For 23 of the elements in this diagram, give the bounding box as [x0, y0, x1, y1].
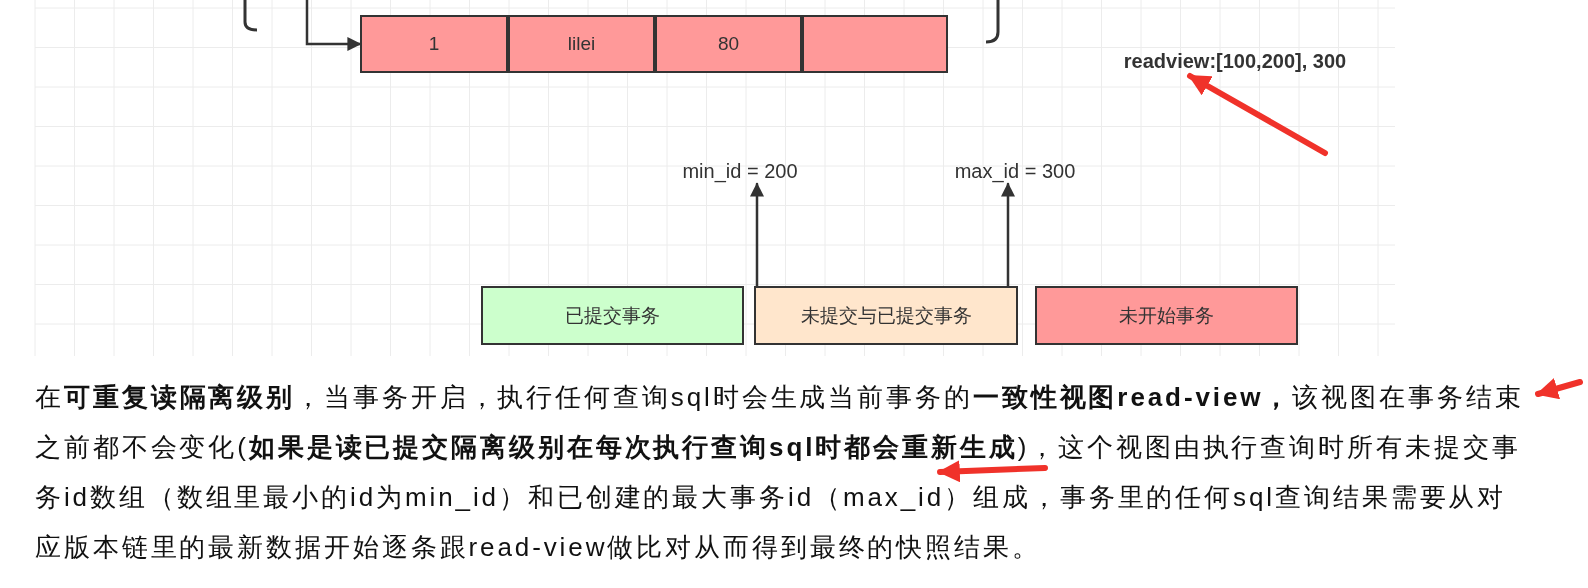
table-cell [360, 15, 508, 73]
cell-text: 1 [428, 33, 440, 55]
table-cell [655, 15, 802, 73]
box-label: 未提交与已提交事务 [800, 303, 972, 328]
table-cell [508, 15, 655, 73]
cell-text: 80 [717, 33, 740, 55]
arrow [305, 0, 362, 51]
committed-box [481, 286, 744, 345]
table-cell [802, 15, 948, 73]
box-label: 未开始事务 [1119, 303, 1214, 328]
max-id-label: max_id = 300 [954, 159, 1076, 183]
arrow [750, 182, 764, 288]
min-id-label: min_id = 200 [682, 159, 798, 183]
box-label: 已提交事务 [565, 303, 660, 328]
readview-label: readview:[100,200], 300 [1123, 49, 1347, 73]
description-paragraph: 在可重复读隔离级别，当事务开启，执行任何查询sql时会生成当前事务的一致性视图read-view，该视图在事务结束之前都不会变化(如果是读已提交隔离级别在每次执行查询sql时都会重新生成)，这个视图由执行查询时所有未提交事务id数组（数组里最小的id为min_id）和已创建的最大事务id（max_id）组成，事务里的任何sql查询结果需要从对应版本链里的最新数据开始逐条跟read-view做比对从而得到最终的快照结果。 [35, 381, 1525, 564]
annotation-arrow [1535, 378, 1583, 400]
mixed-box [754, 286, 1018, 345]
annotation-arrow [937, 460, 1048, 483]
cell-text: lilei [567, 33, 596, 55]
arrow [1001, 182, 1015, 288]
not-started-box [1035, 286, 1298, 345]
annotation-arrow [1187, 73, 1328, 156]
